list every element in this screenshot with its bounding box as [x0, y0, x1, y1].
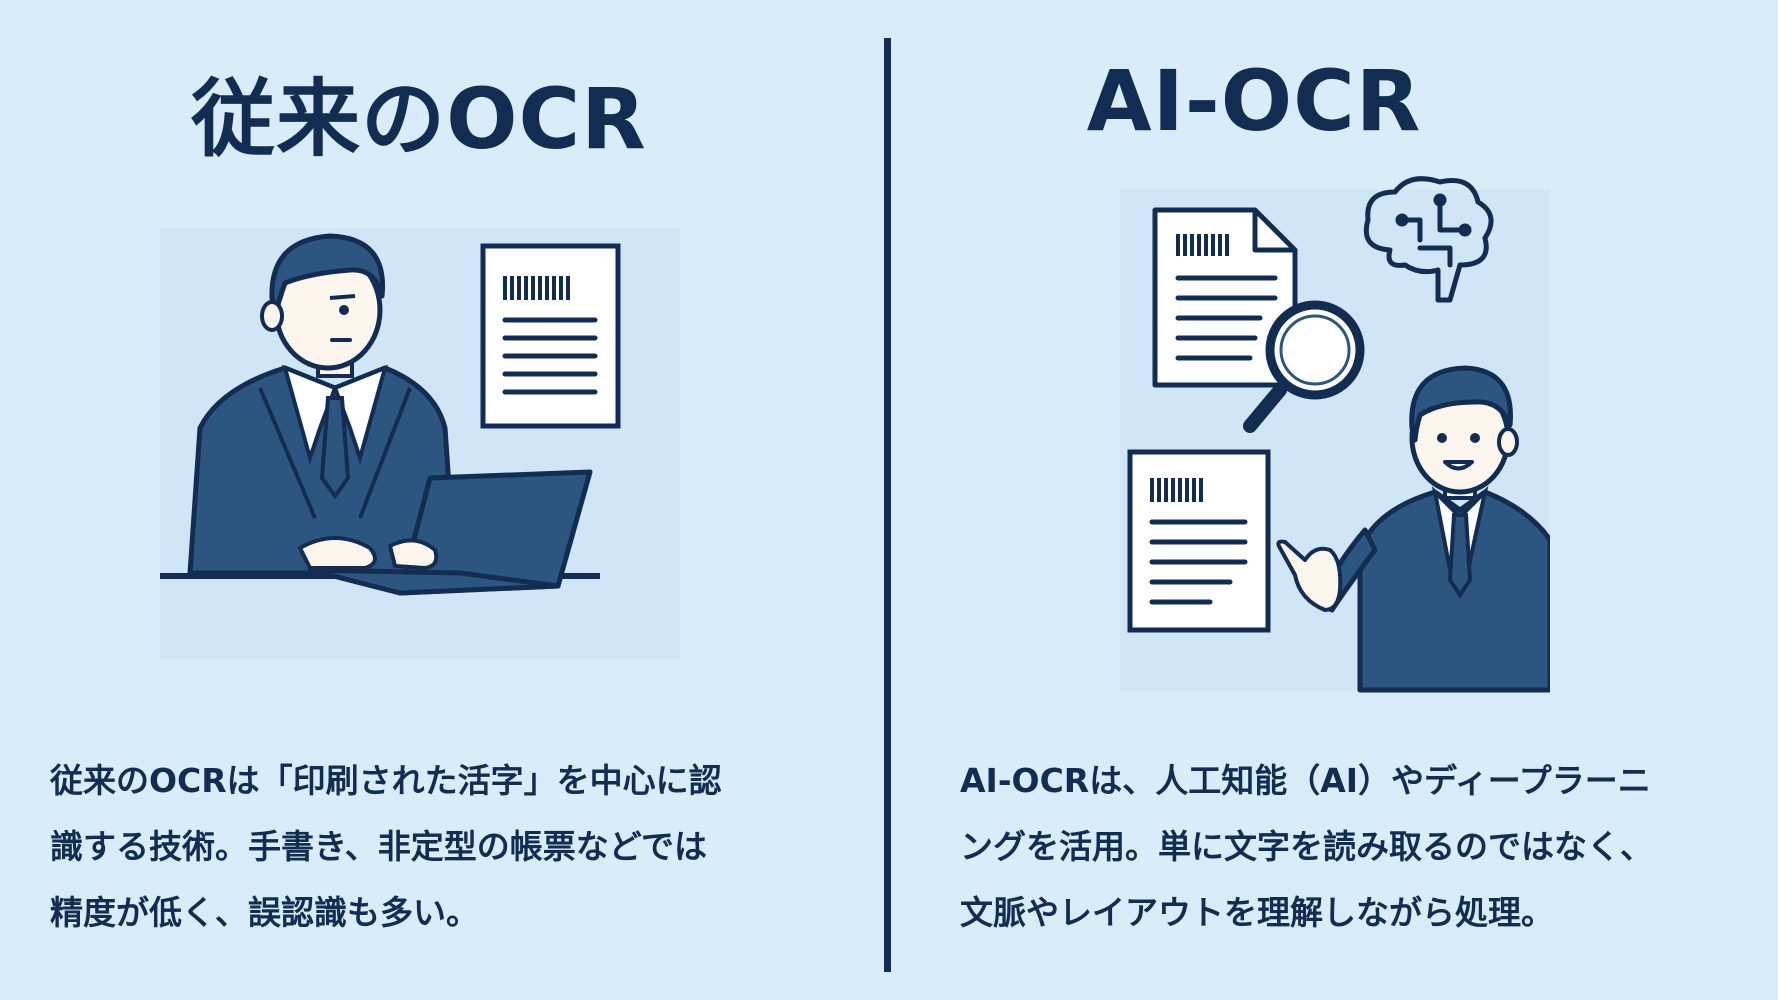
magnifying-glass-icon — [1243, 300, 1365, 433]
brain-circuit-icon — [1363, 176, 1494, 303]
description-line: 文脈やレイアウトを理解しながら処理。 — [960, 893, 1554, 932]
traditional-ocr-title: 従来のOCR — [191, 70, 647, 168]
laptop-icon — [307, 469, 593, 596]
person-typing-laptop-icon — [160, 228, 680, 658]
description-line: AI-OCRは、人工知能（AI）やディープラーニ — [960, 761, 1651, 800]
document-icon — [1127, 449, 1271, 633]
document-icon — [480, 243, 621, 429]
person-pointing-documents-icon — [1120, 176, 1550, 693]
traditional-ocr-panel: 従来のOCR — [0, 0, 888, 1000]
ai-ocr-title: AI-OCR — [1086, 52, 1422, 150]
ai-ocr-description: AI-OCRは、人工知能（AI）やディープラーニ ングを活用。単に文字を読み取る… — [960, 748, 1720, 946]
description-line: 識する技術。手書き、非定型の帳票などでは — [50, 827, 708, 866]
description-line: 従来のOCRは「印刷された活字」を中心に認 — [50, 761, 722, 800]
traditional-ocr-description: 従来のOCRは「印刷された活字」を中心に認 識する技術。手書き、非定型の帳票など… — [50, 748, 810, 946]
description-line: ングを活用。単に文字を読み取るのではなく、 — [960, 827, 1653, 866]
panel-divider — [884, 38, 891, 972]
ai-ocr-panel: AI-OCR — [890, 0, 1778, 1000]
description-line: 精度が低く、誤認識も多い。 — [50, 893, 479, 932]
